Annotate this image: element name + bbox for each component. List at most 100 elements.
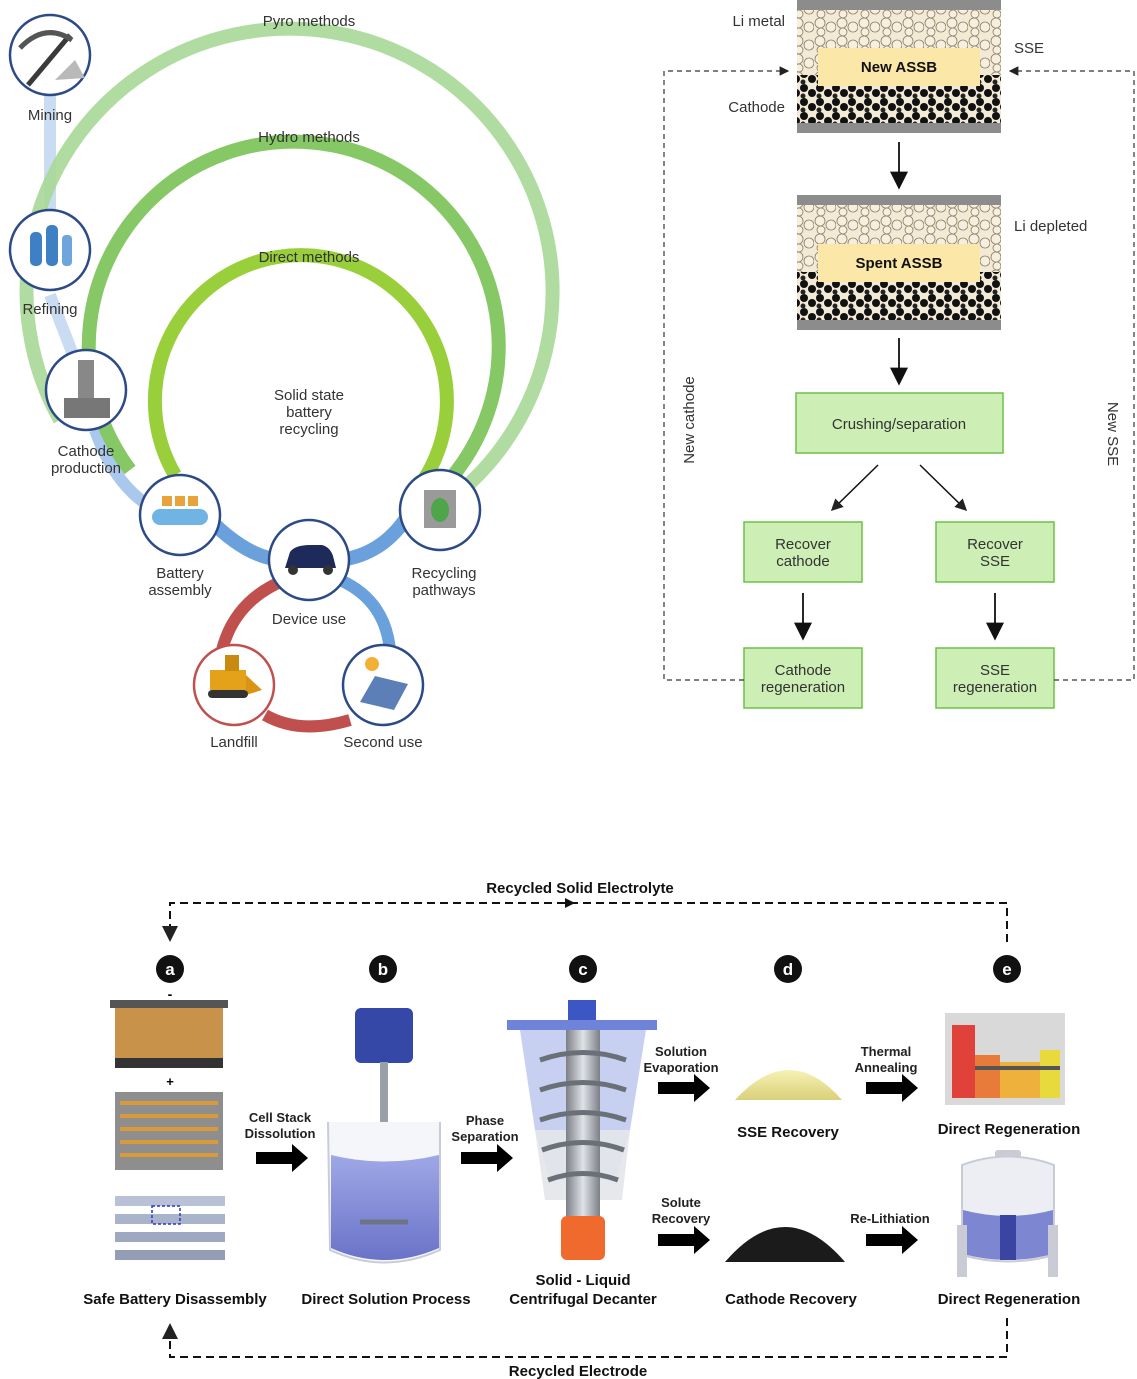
cell-stack-label-1: Cell Stack xyxy=(249,1110,312,1125)
cathode-label: Cathode xyxy=(728,99,785,116)
new-assb-cell: New ASSB xyxy=(797,0,1001,133)
step-letter-b: b xyxy=(378,960,388,979)
step-e-label: Direct Regeneration xyxy=(938,1121,1081,1138)
device-use-label: Device use xyxy=(272,611,346,628)
new-sse-loop xyxy=(1008,66,1135,681)
cathode-production-label-2: production xyxy=(51,460,121,477)
recover-sse-label-1: Recover xyxy=(967,536,1023,553)
new-cathode-label: New cathode xyxy=(681,376,698,464)
cathode-regen-label-1: Cathode xyxy=(775,662,832,679)
recover-sse-box xyxy=(935,521,1055,583)
sse-label: SSE xyxy=(1014,40,1044,57)
second-use-label: Second use xyxy=(343,734,422,751)
refining-node: Refining xyxy=(8,208,92,318)
step-a-label: Safe Battery Disassembly xyxy=(83,1291,267,1308)
arrow-crushing-to-sse xyxy=(919,464,968,512)
solute-recovery-label-1: Solute xyxy=(661,1195,701,1210)
direct-loop xyxy=(147,248,454,482)
recover-cathode-label-1: Recover xyxy=(775,536,831,553)
device-use-node: Device use xyxy=(267,518,351,628)
li-metal-label: Li metal xyxy=(732,13,785,30)
battery-assembly-node: Battery assembly xyxy=(138,473,222,599)
spent-assb-label: Spent ASSB xyxy=(856,255,943,272)
process-panel: Recycled Solid Electrolyte Recycled Elec… xyxy=(83,880,1080,1379)
arrow-to-direct-regeneration-top xyxy=(866,1074,918,1102)
sse-regen-label-1: SSE xyxy=(980,662,1010,679)
sse-regeneration-box xyxy=(935,647,1055,709)
step-c-label-1: Solid - Liquid xyxy=(536,1272,631,1289)
arrow-to-direct-regeneration-bottom xyxy=(866,1226,918,1254)
thermal-annealing-label-1: Thermal xyxy=(861,1044,912,1059)
new-sse-label: New SSE xyxy=(1104,402,1121,466)
landfill-label: Landfill xyxy=(210,734,258,751)
pyro-methods-label: Pyro methods xyxy=(263,13,356,30)
relithiation-label: Re-Lithiation xyxy=(850,1211,929,1226)
step-letter-a: a xyxy=(165,960,175,979)
centrifugal-decanter-illustration xyxy=(507,1000,657,1260)
recycling-pathways-label-1: Recycling xyxy=(411,565,476,582)
hydro-methods-label: Hydro methods xyxy=(258,129,360,146)
arrow-to-sse-recovery xyxy=(658,1074,710,1102)
sse-regen-label-2: regeneration xyxy=(953,679,1037,696)
thermal-annealing-label-2: Annealing xyxy=(855,1060,918,1075)
recycled-electrode-label: Recycled Electrode xyxy=(509,1363,647,1379)
mining-node: Mining xyxy=(8,13,92,124)
recover-sse-label-2: SSE xyxy=(980,553,1010,570)
relithiation-reactor-illustration xyxy=(957,1150,1058,1277)
recycling-pathways-node: Recycling pathways xyxy=(398,468,482,599)
center-label-line2: battery xyxy=(286,404,332,421)
battery-assembly-label-2: assembly xyxy=(148,582,212,599)
new-cathode-loop xyxy=(663,66,790,681)
cathode-production-label-1: Cathode xyxy=(58,443,115,460)
cathode-regeneration-box xyxy=(743,647,863,709)
arrow-to-cathode-recovery xyxy=(658,1226,710,1254)
step-badge-c: c xyxy=(569,955,597,983)
annealing-furnace-illustration xyxy=(945,1013,1065,1105)
step-letter-e: e xyxy=(1002,960,1011,979)
li-depleted-label: Li depleted xyxy=(1014,218,1087,235)
cell-stack-label-2: Dissolution xyxy=(245,1126,316,1141)
step-letter-c: c xyxy=(578,960,587,979)
step-badge-d: d xyxy=(774,955,802,983)
cycle-panel: Pyro methods Hydro methods Direct method… xyxy=(8,13,560,751)
refining-label: Refining xyxy=(22,301,77,318)
recycled-solid-electrolyte-loop xyxy=(162,902,1008,942)
stack-plus-sign: + xyxy=(166,1074,174,1089)
second-use-landfill-link xyxy=(262,709,352,733)
recover-cathode-label-2: cathode xyxy=(776,553,829,570)
cathode-recovery-label: Cathode Recovery xyxy=(725,1291,857,1308)
flow-panel: Li metal SSE Cathode New ASSB Spent ASSB… xyxy=(663,0,1135,709)
mixer-beaker-illustration xyxy=(327,1008,441,1264)
center-label-line3: recycling xyxy=(279,421,338,438)
step-d-label: SSE Recovery xyxy=(737,1124,839,1141)
step-badge-a: a xyxy=(156,955,184,983)
step-b-label: Direct Solution Process xyxy=(301,1291,470,1308)
recycled-electrode-loop xyxy=(162,1318,1008,1358)
phase-separation-label-1: Phase xyxy=(466,1113,504,1128)
step-badge-e: e xyxy=(993,955,1021,983)
cathode-regen-label-2: regeneration xyxy=(761,679,845,696)
recycled-solid-electrolyte-label: Recycled Solid Electrolyte xyxy=(486,880,674,897)
mining-label: Mining xyxy=(28,107,72,124)
battery-assembly-label-1: Battery xyxy=(156,565,204,582)
phase-separation-label-2: Separation xyxy=(451,1129,518,1144)
device-landfill-link xyxy=(216,574,288,652)
second-use-node: Second use xyxy=(341,643,425,751)
cathode-production-node: Cathode production xyxy=(44,348,128,477)
sse-powder-pile xyxy=(735,1070,842,1100)
step-letter-d: d xyxy=(783,960,793,979)
hydro-loop xyxy=(81,134,506,490)
crushing-box xyxy=(795,392,1004,454)
direct-methods-label: Direct methods xyxy=(259,249,360,266)
solute-recovery-label-2: Recovery xyxy=(652,1211,711,1226)
battery-stack-illustration: - + xyxy=(110,986,228,1260)
device-second-use-link xyxy=(337,574,396,651)
center-label-line1: Solid state xyxy=(274,387,344,404)
spent-assb-cell: Spent ASSB xyxy=(797,195,1001,330)
solution-evaporation-label-1: Solution xyxy=(655,1044,707,1059)
solution-evaporation-label-2: Evaporation xyxy=(643,1060,718,1075)
cathode-powder-pile xyxy=(725,1227,845,1262)
new-assb-label: New ASSB xyxy=(861,59,937,76)
recover-cathode-box xyxy=(743,521,863,583)
